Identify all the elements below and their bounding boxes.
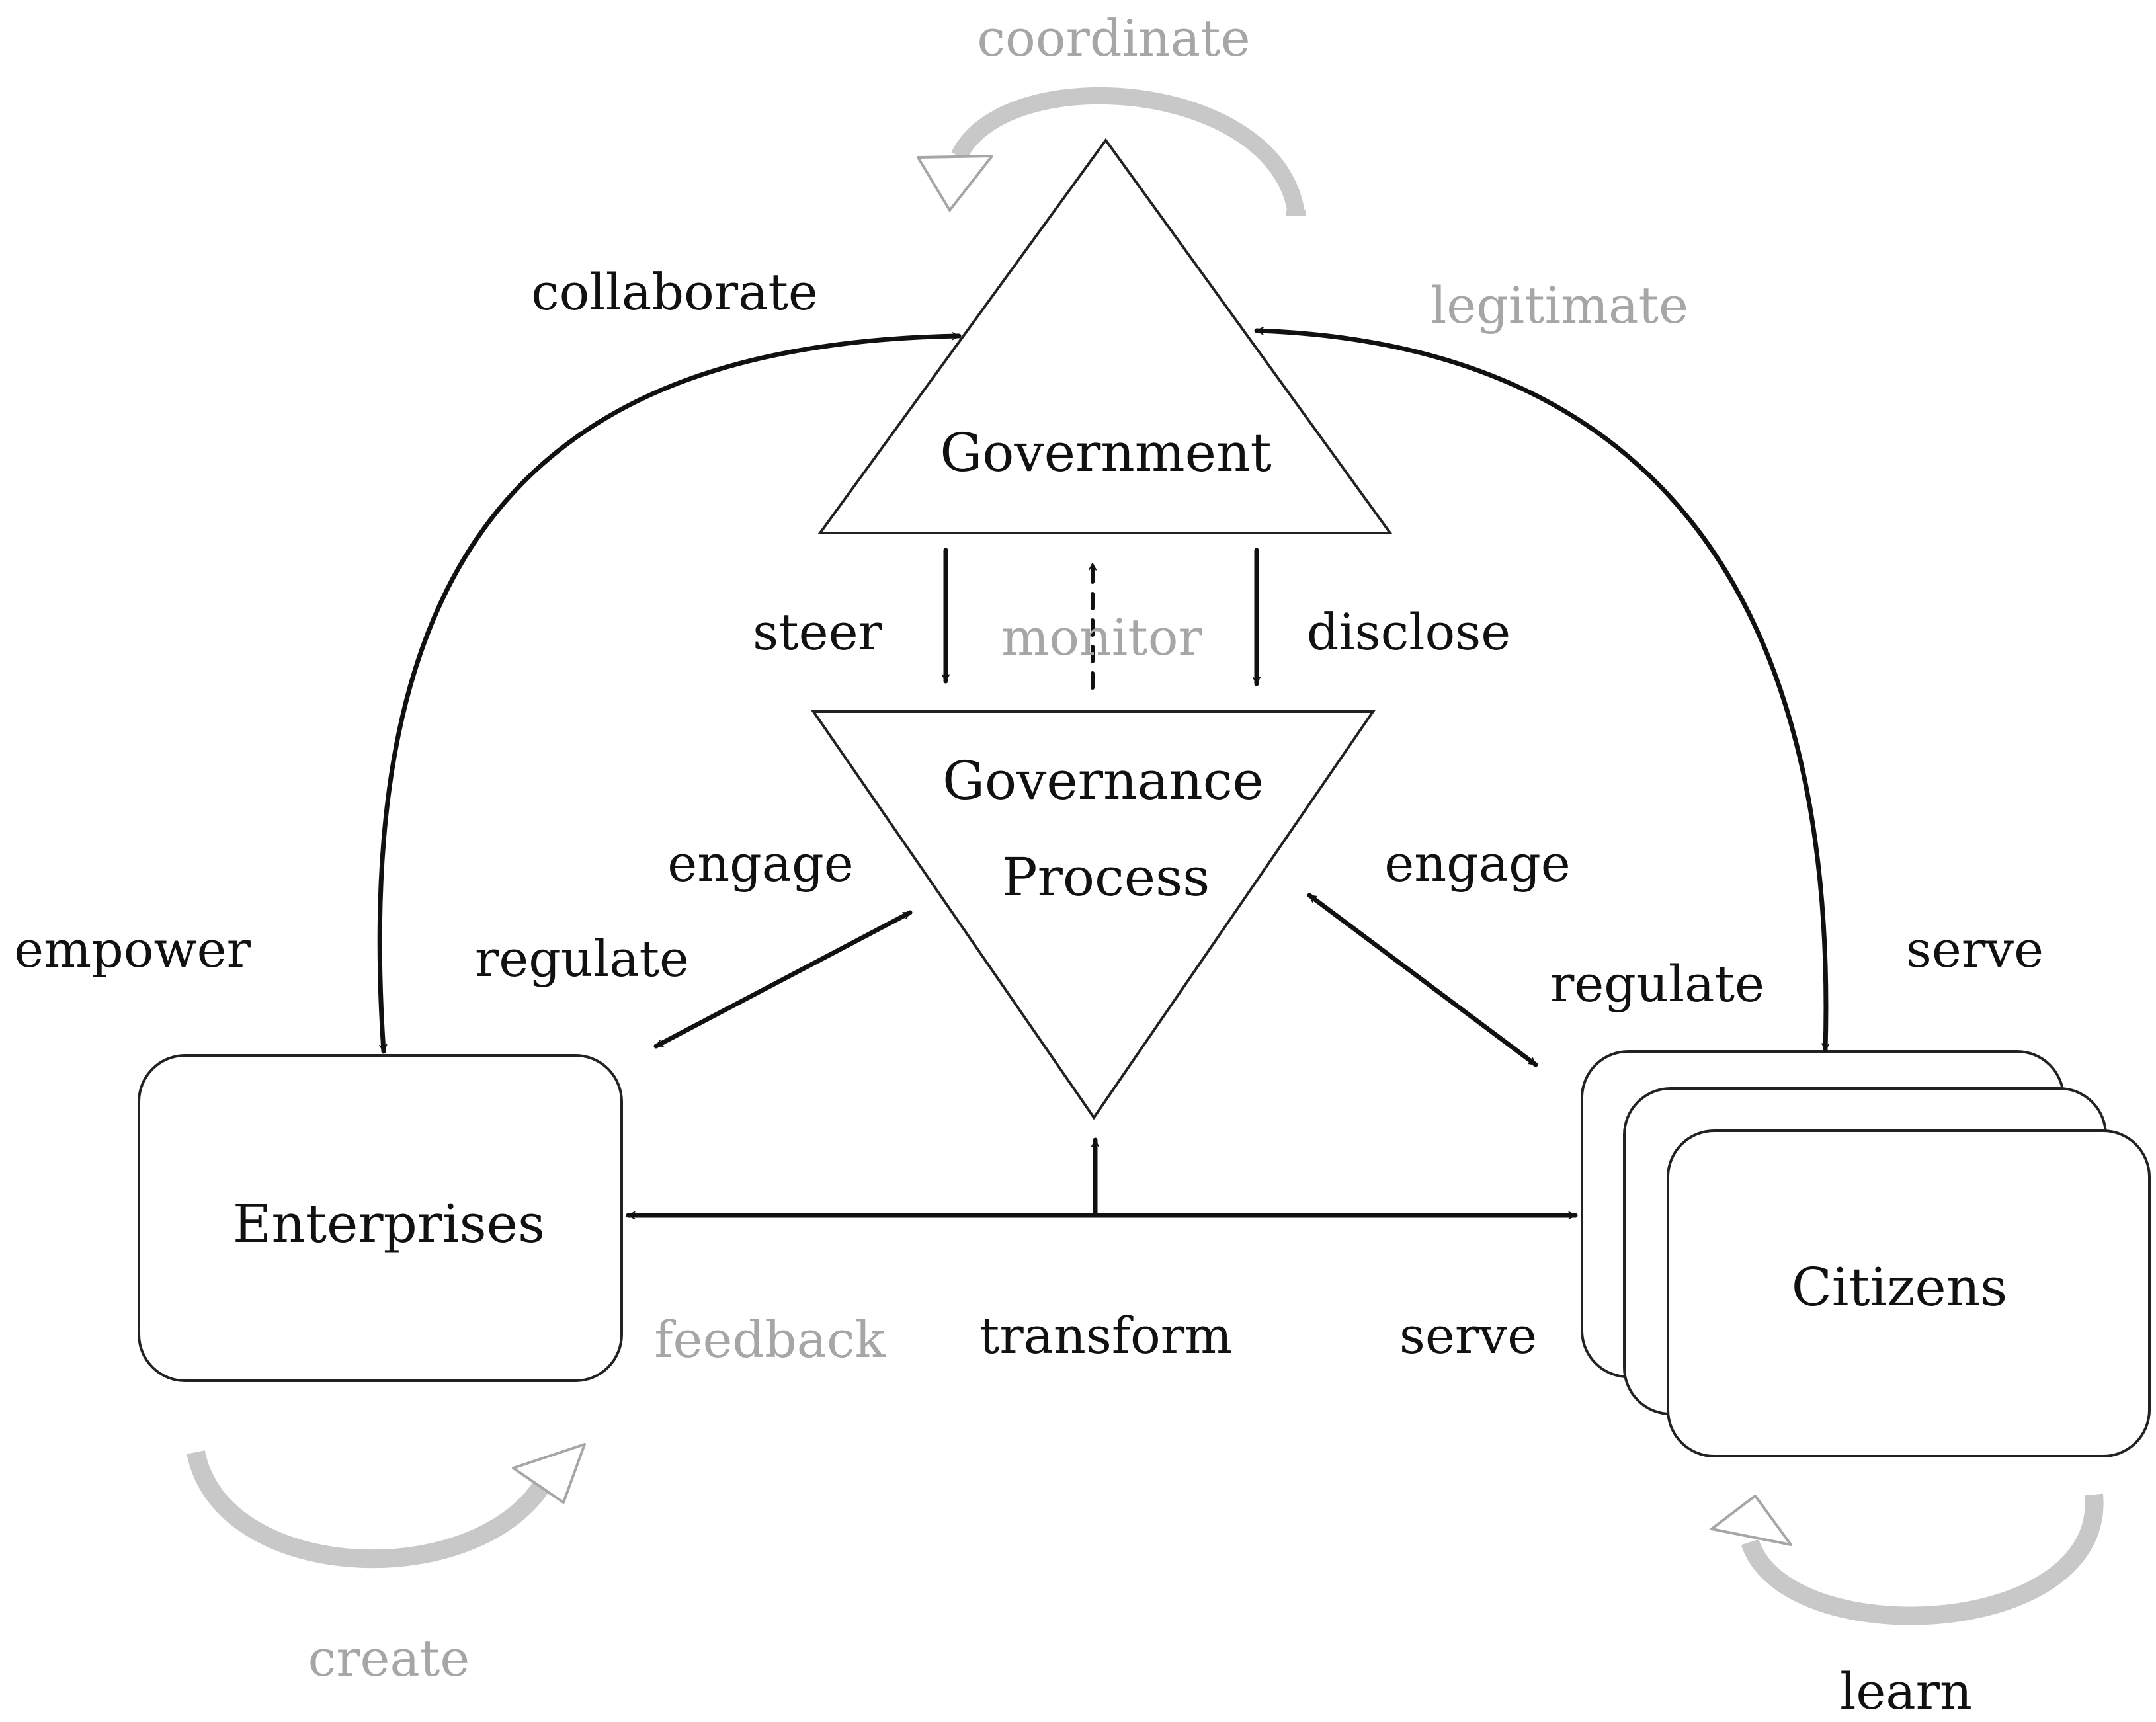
coordinate-cycle-icon xyxy=(917,87,1306,216)
steer-label: steer xyxy=(753,602,882,661)
serve-top-label: serve xyxy=(1906,920,2044,979)
engage-right-arrow xyxy=(1307,893,1538,1067)
learn-label: learn xyxy=(1840,1662,1972,1721)
serve-bottom-label: serve xyxy=(1399,1306,1537,1365)
regulate-right-label: regulate xyxy=(1550,954,1764,1013)
learn-cycle-icon xyxy=(1710,1493,2104,1625)
collaborate-arc xyxy=(377,332,962,1054)
create-cycle-icon xyxy=(187,1443,586,1569)
governance-label-line2: Process xyxy=(1002,846,1210,908)
empower-label: empower xyxy=(14,920,251,979)
government-triangle xyxy=(817,138,1393,534)
enterprises-box xyxy=(138,1054,623,1382)
engage-left-label: engage xyxy=(667,834,854,893)
engage-right-label: engage xyxy=(1384,834,1571,893)
disclose-label: disclose xyxy=(1307,602,1511,661)
legitimate-label: legitimate xyxy=(1430,276,1688,335)
coordinate-label: coordinate xyxy=(977,9,1250,67)
regulate-left-label: regulate xyxy=(475,929,689,988)
citizens-label: Citizens xyxy=(1792,1256,2008,1318)
create-label: create xyxy=(308,1629,470,1688)
monitor-label: monitor xyxy=(1001,608,1202,667)
feedback-label: feedback xyxy=(654,1310,886,1369)
collaborate-label: collaborate xyxy=(531,263,818,321)
governance-label-line1: Governance xyxy=(942,750,1264,811)
government-label: Government xyxy=(940,422,1271,483)
engage-left-arrow xyxy=(653,910,913,1049)
enterprises-label: Enterprises xyxy=(233,1193,545,1254)
citizens-box-front xyxy=(1667,1129,2151,1457)
legitimate-arc xyxy=(1254,327,1830,1053)
transform-label: transform xyxy=(979,1306,1232,1365)
